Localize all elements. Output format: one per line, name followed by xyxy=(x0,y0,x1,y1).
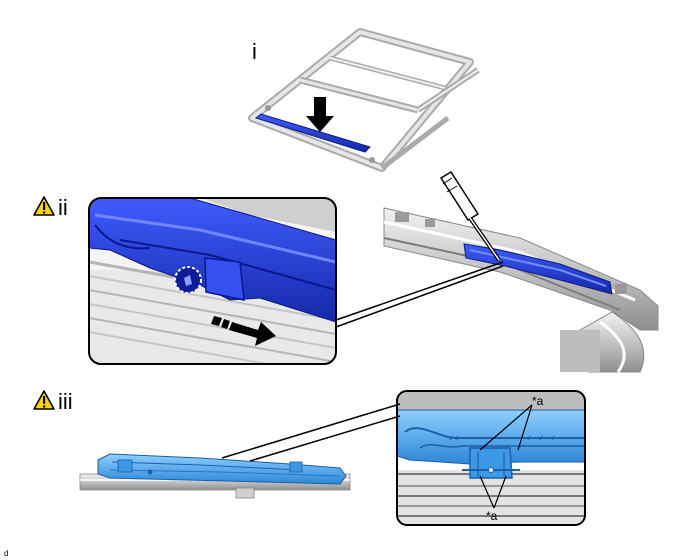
screwdriver-icon xyxy=(439,170,501,262)
warning-triangle-icon xyxy=(33,390,55,410)
step-ii-label: ii xyxy=(58,195,68,220)
leader-lines-ii xyxy=(335,261,504,328)
rail-overview-ii xyxy=(383,170,659,373)
slide-direction-arrow-icon xyxy=(211,316,276,346)
warning-triangle-icon xyxy=(33,196,55,216)
detail-view-ii xyxy=(88,197,337,365)
detail-view-iii xyxy=(396,390,586,526)
sunroof-frame-illustration xyxy=(248,28,480,172)
step-iii-label: iii xyxy=(58,389,73,414)
leader-lines-iii xyxy=(221,403,401,462)
callout-a-top: *a xyxy=(532,394,544,408)
step-i-label: i xyxy=(252,39,257,64)
callout-a-bottom: *a xyxy=(486,509,498,523)
part-on-rail-iii xyxy=(79,453,351,499)
figure-code: d xyxy=(4,549,8,558)
